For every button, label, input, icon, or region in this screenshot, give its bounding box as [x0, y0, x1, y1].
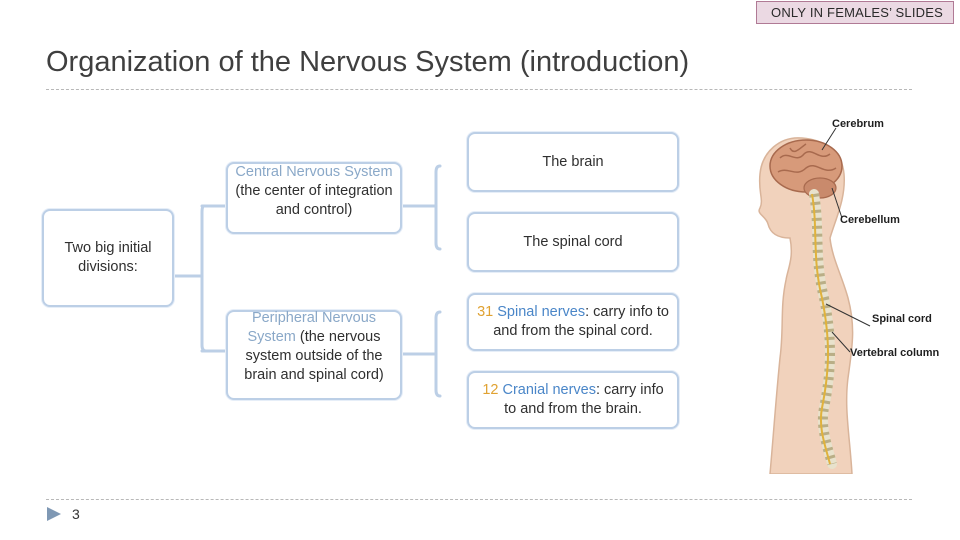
- page-marker-icon: [47, 507, 61, 521]
- vertebral-column-label: Vertebral column: [850, 347, 940, 359]
- cranial-nerves-box: 12 Cranial nerves: carry info to and fro…: [467, 371, 679, 429]
- cranial-nerves-description: : carry info to and from the brain.: [504, 382, 664, 417]
- page-number: 3: [72, 506, 80, 522]
- cerebellum-label: Cerebellum: [840, 214, 900, 226]
- footer-divider: [46, 499, 912, 500]
- spinal-cord-label-line: Spinal cord: [872, 313, 932, 325]
- vertebral-column-label-line: Vertebral column: [850, 347, 940, 359]
- cns-description: (the center of integration and control): [235, 183, 393, 218]
- root-division-box: Two big initial divisions:: [42, 209, 174, 307]
- slide-title: Organization of the Nervous System (intr…: [46, 46, 690, 78]
- cerebrum-label: Cerebrum: [832, 118, 884, 130]
- nervous-system-figure: Cerebrum Cerebellum Spinal cord Vertebra…: [758, 118, 940, 474]
- brain-box: The brain: [467, 132, 679, 192]
- spinal-nerves-count: 31: [477, 304, 494, 320]
- spinal-column-icon: [809, 189, 837, 469]
- spinal-nerves-box: 31 Spinal nerves: carry info to and from…: [467, 293, 679, 351]
- spinal-cord-text: The spinal cord: [523, 233, 623, 250]
- spinal-cord-box: The spinal cord: [467, 212, 679, 272]
- pns-box: Peripheral Nervous System (the nervous s…: [226, 310, 402, 400]
- spinal-nerves-description: : carry info to and from the spinal cord…: [493, 304, 669, 339]
- cns-box: Central Nervous System (the center of in…: [226, 162, 402, 234]
- cranial-nerves-count: 12: [482, 382, 499, 398]
- audience-badge: ONLY IN FEMALES’ SLIDES: [756, 1, 954, 24]
- spinal-nerves-name: Spinal nerves: [493, 304, 586, 320]
- spinal-cord-label: Spinal cord: [872, 313, 932, 325]
- cranial-nerves-name: Cranial nerves: [498, 382, 596, 398]
- cns-name: Central Nervous System: [235, 164, 393, 180]
- pns-description: (the nervous system outside of the brain…: [244, 329, 384, 383]
- brain-text: The brain: [542, 153, 604, 170]
- title-divider: [46, 89, 912, 90]
- root-division-text: Two big initial divisions:: [64, 240, 152, 275]
- cns-bracket: [434, 164, 442, 251]
- root-bracket: [200, 204, 208, 353]
- pns-name: Peripheral Nervous System: [247, 310, 377, 345]
